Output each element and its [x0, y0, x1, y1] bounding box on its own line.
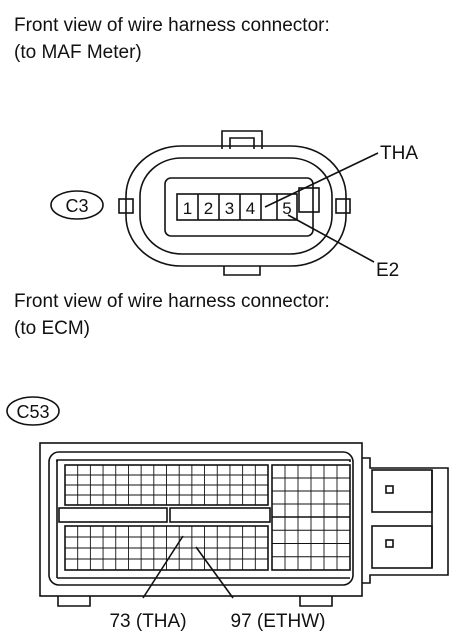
- ecm-connector: [6, 396, 449, 607]
- maf-caption-line1: Front view of wire harness connector:: [14, 15, 330, 36]
- ecm-pin-grid: [65, 465, 350, 570]
- ecm-caption-line1: Front view of wire harness connector:: [14, 291, 330, 312]
- maf-pin-5: 5: [282, 199, 291, 218]
- pin-73-label: 73 (THA): [109, 611, 186, 632]
- maf-pin-3: 3: [225, 199, 234, 218]
- tha-label: THA: [380, 143, 418, 164]
- ecm-caption-line2: (to ECM): [14, 318, 90, 339]
- maf-connector-id: C3: [65, 196, 88, 216]
- ecm-caption: Front view of wire harness connector: (t…: [14, 288, 330, 342]
- maf-pin-2: 2: [204, 199, 213, 218]
- ecm-connector-id: C53: [16, 402, 49, 422]
- e2-label: E2: [376, 260, 399, 281]
- maf-caption-line2: (to MAF Meter): [14, 42, 142, 63]
- ecm-connector-id-bubble: [6, 396, 60, 426]
- pin-97-label: 97 (ETHW): [231, 611, 326, 632]
- maf-connector: [118, 130, 379, 276]
- maf-caption: Front view of wire harness connector: (t…: [14, 12, 330, 66]
- maf-pin-1: 1: [183, 199, 192, 218]
- maf-pin-4: 4: [246, 199, 255, 218]
- maf-connector-id-bubble: [50, 190, 104, 220]
